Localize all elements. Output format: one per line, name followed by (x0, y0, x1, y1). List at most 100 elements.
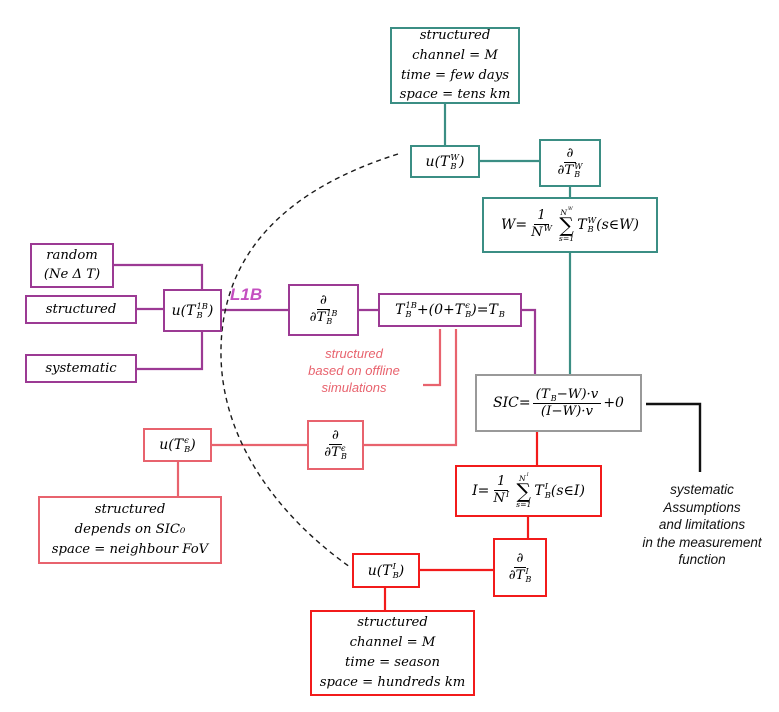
text-line: depends on SIC₀ (74, 522, 186, 538)
math-superscript: I (544, 481, 549, 492)
math-text: ∂ (320, 293, 327, 309)
math-subscript: B (574, 170, 581, 180)
math-text: 1 (496, 474, 506, 490)
math-text: ∂ (324, 445, 332, 461)
math-text: ) (458, 153, 465, 170)
text-line: structured (325, 346, 383, 361)
math-subscript: B (544, 490, 551, 500)
math-numerator: ∂ (513, 550, 527, 568)
math-numerator: ∂ (329, 428, 342, 446)
math-base: T (577, 217, 587, 233)
text-line: structured (94, 502, 166, 518)
text-line: channel = M (412, 47, 498, 63)
math-text: ∂ (332, 428, 339, 444)
math-text: W= (500, 217, 528, 233)
connector-systematic-utb1b (137, 332, 204, 371)
node-structured-l1b: structured (25, 295, 137, 324)
l1b-label: L1B (230, 285, 263, 304)
math-sum-lower: s=1 (559, 234, 574, 243)
text-line: systematic (670, 482, 734, 497)
math-base: N (531, 225, 543, 241)
math-base: T (540, 386, 550, 402)
math-text: SIC= (493, 395, 531, 411)
math-text: u( (425, 153, 441, 170)
math-text: −W)·v (556, 386, 599, 402)
math-scripts: W (568, 206, 573, 218)
math-superscript: W (568, 206, 573, 212)
math-text: ∂ (309, 310, 317, 326)
math-superscript: I (526, 472, 529, 478)
math-text: ) (398, 562, 405, 579)
sigma-symbol: ∑ (516, 479, 531, 504)
math-superscript: ϵ (465, 300, 470, 311)
math-subscript: B (340, 452, 347, 462)
math-base: T (173, 437, 184, 453)
math-subscript (544, 233, 552, 241)
math-text: ∂ (508, 567, 516, 583)
math-text: I= (472, 483, 490, 499)
math-text: +0 (603, 395, 624, 411)
connector-sic-systematicnote (646, 402, 702, 472)
math-base: T (186, 302, 196, 319)
math-scripted-symbol: T B (541, 386, 557, 403)
dashed-separator-arc (220, 153, 399, 568)
math-subscript: B (326, 317, 333, 327)
text-line: random (46, 248, 98, 264)
math-text: u( (171, 302, 187, 319)
text-line: and limitations (658, 517, 746, 533)
text-line: space = hundreds km (319, 674, 466, 690)
math-subscript: B (184, 444, 191, 454)
math-base: T (534, 483, 544, 499)
math-subscript: B (465, 309, 472, 319)
math-scripts: B (551, 386, 557, 403)
math-text: ∂ (516, 550, 524, 566)
connector-random-utb1b (114, 263, 204, 289)
math-scripts: I (526, 472, 529, 484)
node-sic-equation: SIC=(T B−W)·v(I−W)·v+0 (475, 374, 642, 432)
math-fraction: (T B−W)·v(I−W)·v (532, 386, 602, 420)
math-text: (s∈W) (596, 217, 640, 233)
math-base: T (440, 153, 450, 170)
node-systematic: systematic (25, 354, 137, 383)
math-text: ) (207, 302, 214, 319)
math-superscript: I (525, 566, 529, 576)
math-base: N (493, 491, 505, 507)
math-base: T (316, 310, 326, 326)
math-superscript: W (450, 151, 459, 162)
math-base: T (331, 445, 340, 461)
text-line: (Ne Δ T) (43, 266, 101, 282)
math-subscript: B (392, 569, 399, 580)
text-line: Assumptions (663, 499, 741, 515)
math-superscript: I (505, 490, 510, 500)
math-subscript: B (450, 160, 457, 171)
